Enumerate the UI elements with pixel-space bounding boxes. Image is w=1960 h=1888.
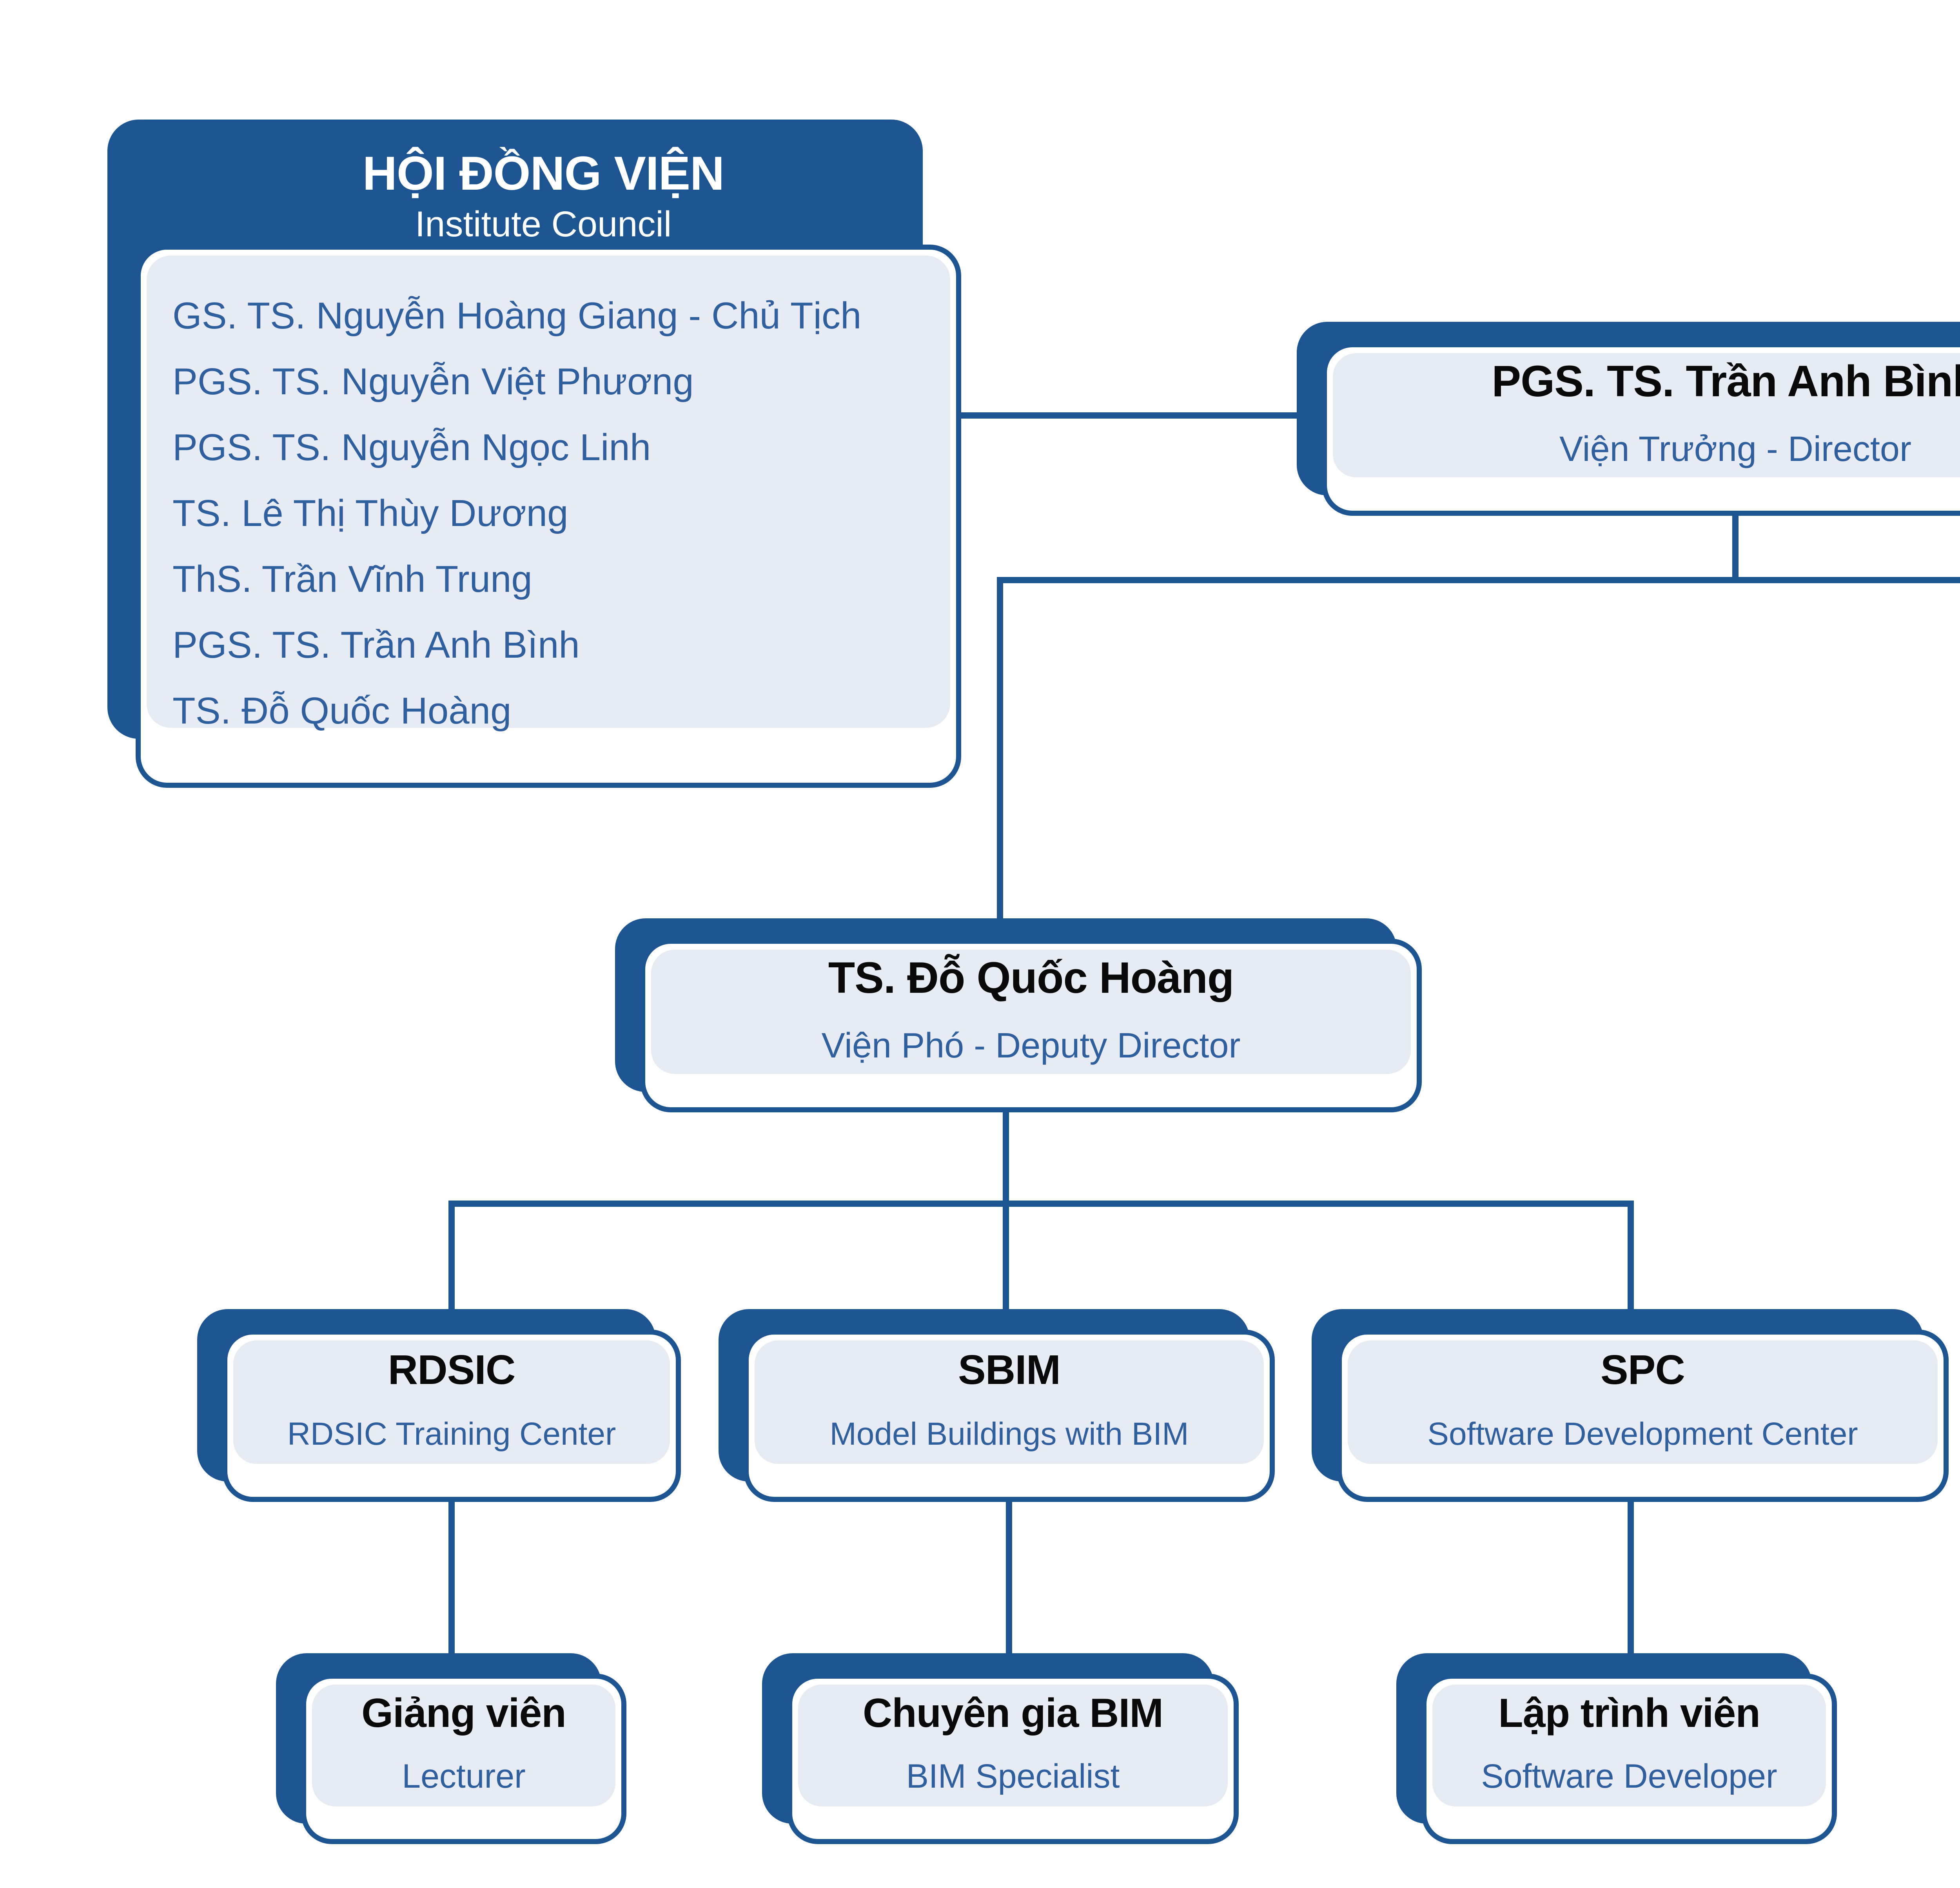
rdsic-role: RDSIC Training Center: [287, 1416, 616, 1452]
spc-name: SPC: [1601, 1347, 1685, 1393]
deputy-name: TS. Đỗ Quốc Hoàng: [828, 953, 1234, 1002]
council-subtitle: Institute Council: [415, 204, 672, 244]
lecturer-card: Giảng viên Lecturer: [301, 1674, 626, 1844]
council-title: HỘI ĐỒNG VIỆN: [362, 147, 724, 200]
connector-branch-deputy: [997, 577, 1003, 926]
deputy-director-node: TS. Đỗ Quốc Hoàng Viện Phó - Deputy Dire…: [615, 918, 1422, 1112]
council-member: TS. Lê Thị Thùy Dương: [172, 492, 568, 534]
software-developer-card: Lập trình viên Software Developer: [1421, 1674, 1837, 1844]
rdsic-card: RDSIC RDSIC Training Center: [222, 1329, 681, 1502]
rdsic-fill: [233, 1340, 670, 1464]
director-node: PGS. TS. Trần Anh Bình Viện Trưởng - Dir…: [1297, 322, 1960, 516]
connector-spc-developer: [1628, 1500, 1634, 1656]
director-fill: [1333, 353, 1960, 477]
software-developer-role: Software Developer: [1481, 1757, 1777, 1795]
spc-fill: [1348, 1340, 1938, 1464]
director-card: PGS. TS. Trần Anh Bình Viện Trưởng - Dir…: [1322, 342, 1960, 516]
connector-rdsic-lecturer: [448, 1500, 455, 1656]
connector-sbim-bimspecialist: [1006, 1500, 1012, 1656]
sbim-card: SBIM Model Buildings with BIM: [744, 1329, 1275, 1502]
software-developer-node: Lập trình viên Software Developer: [1396, 1653, 1837, 1844]
council-member: PGS. TS. Nguyễn Ngọc Linh: [172, 426, 651, 468]
council-member: TS. Đỗ Quốc Hoàng: [172, 690, 512, 732]
software-developer-name: Lập trình viên: [1498, 1690, 1760, 1736]
connector-branch-sbim: [1003, 1201, 1009, 1314]
branch-level3-left: [448, 1201, 1634, 1207]
connector-director-drop: [1732, 514, 1739, 580]
bim-specialist-node: Chuyên gia BIM BIM Specialist: [762, 1653, 1239, 1844]
director-name: PGS. TS. Trần Anh Bình: [1492, 356, 1960, 406]
bim-specialist-name: Chuyên gia BIM: [862, 1690, 1163, 1736]
bim-specialist-fill: [798, 1685, 1228, 1806]
software-developer-fill: [1432, 1685, 1826, 1806]
council-header: HỘI ĐỒNG VIỆN Institute Council: [136, 147, 951, 249]
lecturer-node: Giảng viên Lecturer: [276, 1653, 626, 1844]
spc-card: SPC Software Development Center: [1337, 1329, 1949, 1502]
lecturer-name: Giảng viên: [361, 1690, 566, 1736]
sbim-role: Model Buildings with BIM: [829, 1416, 1189, 1452]
lecturer-role: Lecturer: [402, 1757, 526, 1795]
deputy-card: TS. Đỗ Quốc Hoàng Viện Phó - Deputy Dire…: [640, 939, 1422, 1112]
connector-council-director: [945, 412, 1302, 419]
deputy-role: Viện Phó - Deputy Director: [821, 1026, 1241, 1065]
connector-branch-spc: [1628, 1201, 1634, 1314]
deputy-fill: [651, 950, 1411, 1074]
bim-specialist-role: BIM Specialist: [906, 1757, 1120, 1795]
rdsic-name: RDSIC: [388, 1347, 516, 1393]
branch-level2: [997, 577, 1960, 583]
council-card: GS. TS. Nguyễn Hoàng Giang - Chủ Tịch PG…: [136, 245, 961, 788]
director-role: Viện Trưởng - Director: [1559, 429, 1911, 469]
sbim-fill: [755, 1340, 1264, 1464]
connector-branch-rdsic: [448, 1201, 455, 1314]
council-member: PGS. TS. Trần Anh Bình: [172, 624, 580, 666]
council-member-list: GS. TS. Nguyễn Hoàng Giang - Chủ Tịch PG…: [147, 256, 950, 732]
rdsic-node: RDSIC RDSIC Training Center: [197, 1309, 681, 1502]
council-member: PGS. TS. Nguyễn Việt Phương: [172, 361, 694, 403]
sbim-name: SBIM: [958, 1347, 1061, 1393]
lecturer-fill: [312, 1685, 615, 1806]
spc-role: Software Development Center: [1427, 1416, 1858, 1452]
council-member: ThS. Trần Vĩnh Trung: [172, 558, 532, 600]
connector-deputy-drop: [1003, 1111, 1009, 1204]
council-member: GS. TS. Nguyễn Hoàng Giang - Chủ Tịch: [172, 295, 862, 337]
sbim-node: SBIM Model Buildings with BIM: [719, 1309, 1275, 1502]
bim-specialist-card: Chuyên gia BIM BIM Specialist: [787, 1674, 1239, 1844]
spc-node: SPC Software Development Center: [1312, 1309, 1949, 1502]
